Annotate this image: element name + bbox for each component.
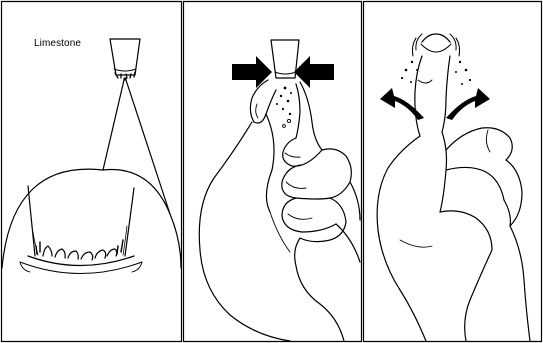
panel-1-filter-tip: [109, 38, 141, 79]
panel-2-deposit-particles: [276, 86, 292, 116]
panel-2-filter-tip: [270, 39, 300, 79]
panel-2-frame: [182, 0, 363, 343]
panel-2-hand: [198, 79, 361, 342]
panel-3-hand: [376, 55, 531, 342]
panel-3-flex-arrows: [380, 88, 490, 120]
panel-3-filter-tip: [411, 33, 461, 57]
panel-2-squeeze-arrows: [232, 56, 334, 88]
panel-3-deposit-particles: [400, 60, 472, 85]
limestone-label: Limestone: [34, 38, 82, 49]
panel-1-magnifier-lines: [102, 77, 171, 215]
panel-1-magnified-circle: [1, 168, 182, 274]
panel-1-frame: [0, 0, 183, 343]
panel-2-deposit-rings: [282, 118, 292, 128]
panel-3-frame: [362, 0, 543, 343]
